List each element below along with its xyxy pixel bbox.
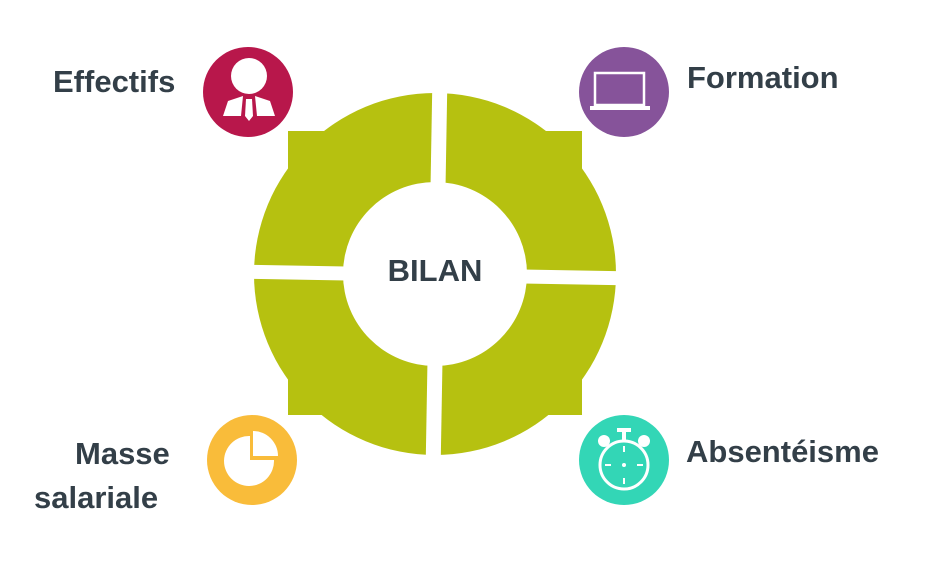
label-formation: Formation <box>687 60 839 95</box>
pie-chart-icon <box>207 415 297 505</box>
stopwatch-icon <box>579 415 669 505</box>
center-label: BILAN <box>387 253 483 288</box>
label-absenteisme: Absentéisme <box>686 434 879 469</box>
ring <box>239 89 631 471</box>
label-salariale: salariale <box>34 480 159 515</box>
person-tie-icon <box>203 47 293 137</box>
label-effectifs: Effectifs <box>53 64 176 99</box>
laptop-icon <box>579 47 669 137</box>
label-masse: Masse <box>75 436 170 471</box>
